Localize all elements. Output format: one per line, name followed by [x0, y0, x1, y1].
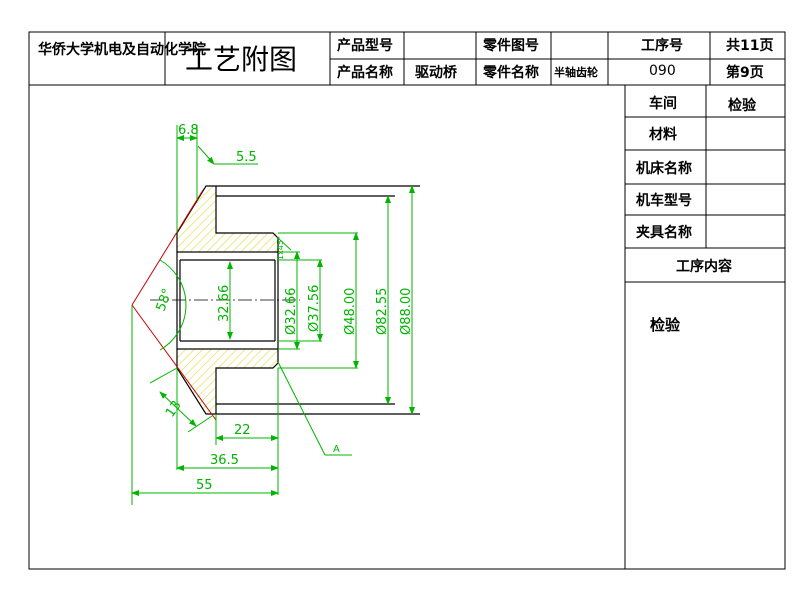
- side-table: 车间 检验 材料 机床名称 机车型号 夹具名称 工序内容 检验: [636, 95, 757, 334]
- dimension-lines: [131, 125, 415, 505]
- process-no-value: 090: [649, 63, 676, 79]
- dim-5-5: 5.5: [236, 150, 257, 165]
- reference-a: A: [333, 444, 340, 455]
- school-name: 华侨大学机电及自动化学院: [38, 41, 206, 58]
- total-pages: 共11页: [726, 37, 773, 54]
- page-number: 第9页: [726, 64, 764, 81]
- dim-22: 22: [234, 423, 251, 438]
- dim-d82-55: Ø82.55: [375, 288, 390, 335]
- pitch-cone-lines: [131, 189, 217, 421]
- machine-model-label: 机车型号: [636, 192, 692, 209]
- part-name-label: 零件名称: [482, 64, 539, 81]
- dim-36-5: 36.5: [210, 453, 239, 468]
- lower-hatch: [177, 349, 278, 414]
- frame: [28, 31, 786, 570]
- dim-d32-66: Ø32.66: [284, 288, 299, 335]
- process-content-label: 工序内容: [676, 258, 732, 275]
- dim-angle-58: 58°: [154, 287, 176, 314]
- dim-32-66-center: 32.66: [217, 285, 232, 322]
- dim-d37-56: Ø37.56: [307, 285, 322, 332]
- process-no-label: 工序号: [641, 37, 683, 54]
- dimension-labels: 6.8 5.5 1x45° 32.66 Ø32.66 Ø37.56 Ø48.00…: [154, 123, 414, 493]
- dim-face-13: 13: [163, 398, 185, 420]
- part-drawing-no-label: 零件图号: [482, 37, 539, 54]
- part-name-value: 半轴齿轮: [554, 65, 598, 79]
- process-content-value: 检验: [650, 316, 681, 334]
- product-name-value: 驱动桥: [415, 64, 458, 81]
- title-block: 华侨大学机电及自动化学院 工艺附图 产品型号 产品名称 驱动桥 零件图号 零件名…: [38, 37, 773, 81]
- product-name-label: 产品名称: [337, 64, 393, 81]
- fixture-name-label: 夹具名称: [636, 224, 692, 241]
- product-model-label: 产品型号: [337, 37, 393, 54]
- machine-name-label: 机床名称: [636, 160, 692, 177]
- dim-d48: Ø48.00: [343, 288, 358, 335]
- dim-d88: Ø88.00: [399, 288, 414, 335]
- drawing-title: 工艺附图: [185, 43, 297, 76]
- dim-55: 55: [196, 478, 213, 493]
- workshop-value: 检验: [728, 97, 757, 114]
- gear-part-section: 6.8 5.5 1x45° 32.66 Ø32.66 Ø37.56 Ø48.00…: [131, 123, 420, 505]
- dim-chamfer-1x45: 1x45°: [276, 236, 285, 260]
- upper-hatch: [177, 186, 278, 252]
- material-label: 材料: [649, 126, 677, 143]
- dim-6-8: 6.8: [178, 123, 199, 138]
- workshop-label: 车间: [649, 95, 677, 112]
